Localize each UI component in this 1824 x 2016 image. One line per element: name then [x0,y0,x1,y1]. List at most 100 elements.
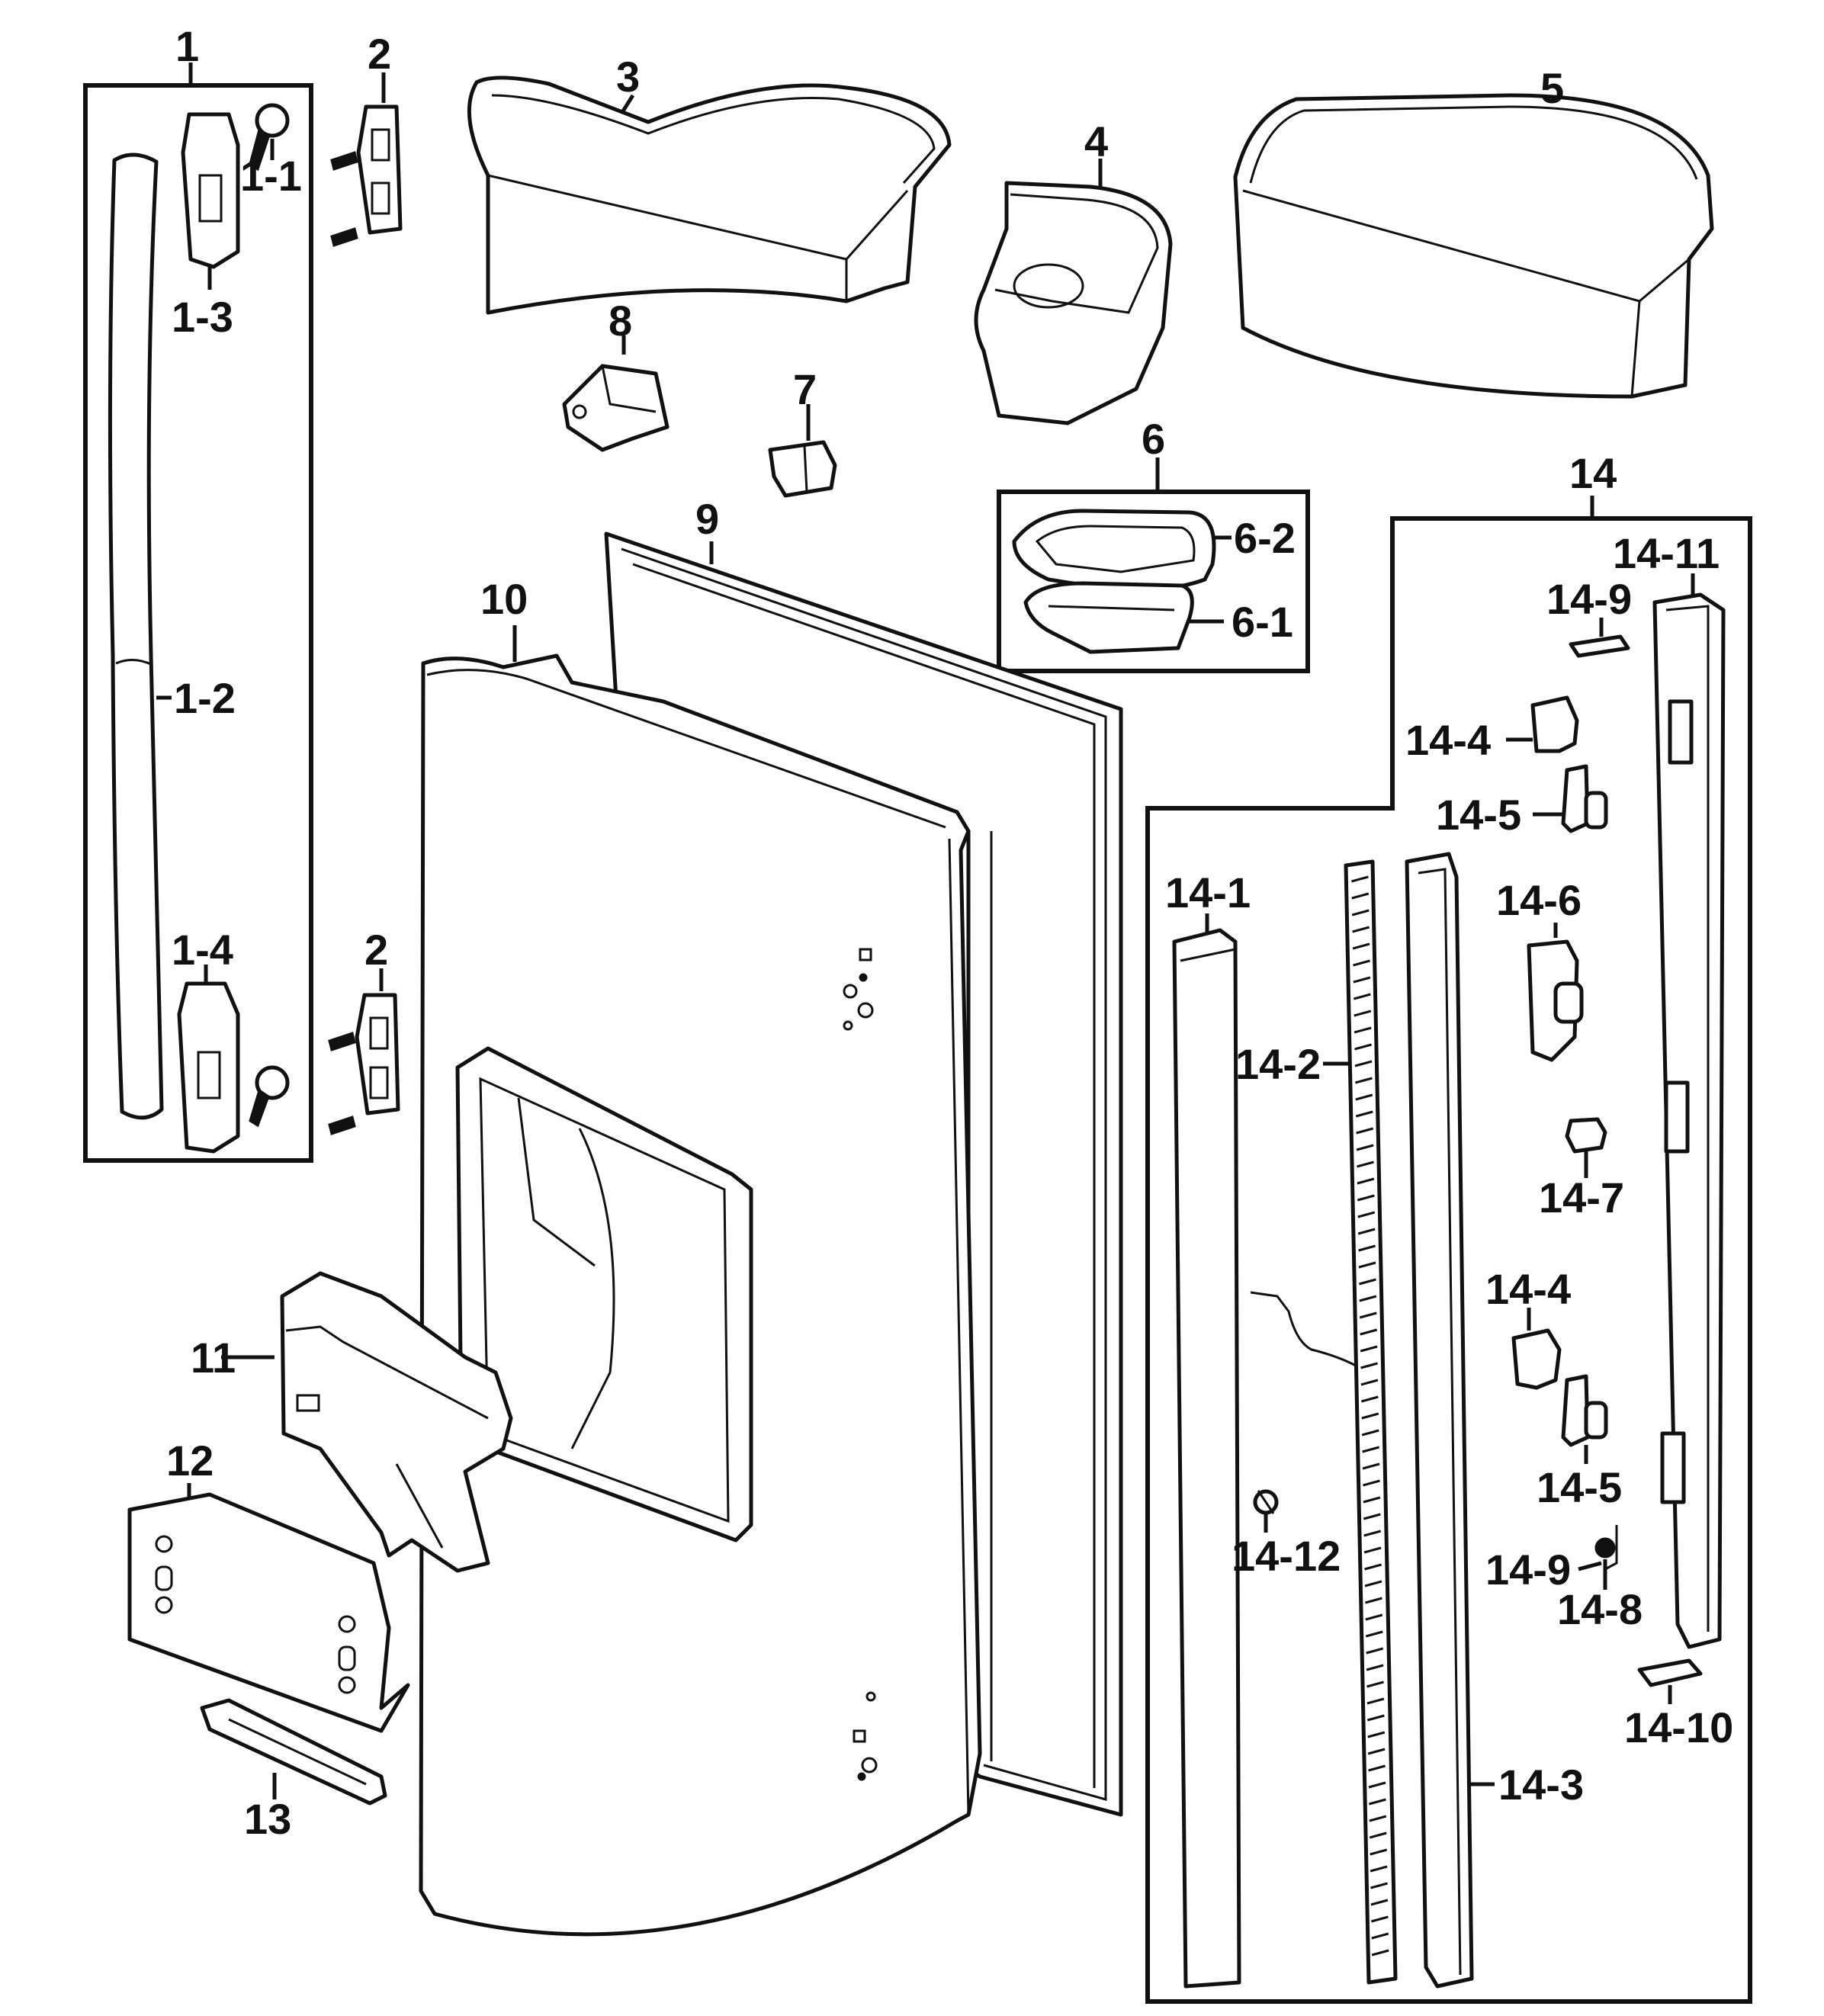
label-14-8: 14-8 [1557,1585,1643,1633]
handle-assembly-group [83,63,313,1163]
vent-slot [1363,1546,1382,1554]
vent-slot [1354,1060,1373,1067]
vent-slot [1368,1781,1386,1789]
label-14-5-upper: 14-5 [1436,791,1521,839]
vent-slot [1357,1194,1375,1202]
label-14-1: 14-1 [1165,868,1251,917]
label-6-1: 6-1 [1232,598,1293,646]
part-labels: 1 1-1 1-2 1-3 1-4 2 2 3 4 5 6 6-1 6-2 7 … [166,22,1733,1843]
vent-slot [1365,1613,1383,1621]
small-block-part [768,404,837,498]
label-4: 4 [1084,117,1108,165]
vent-slot [1355,1093,1373,1101]
vent-slot [1354,1010,1372,1017]
vent-slot [1354,1043,1372,1051]
door-bracket-lower [328,968,400,1135]
cup-assembly-group [997,457,1310,673]
label-14-5-lower: 14-5 [1537,1463,1622,1511]
vent-slot [1362,1462,1380,1470]
vent-strip [1323,859,1398,1985]
vent-slot [1366,1697,1385,1705]
vent-slot [1357,1160,1374,1168]
vent-slot [1368,1764,1386,1772]
vent-slot [1360,1328,1378,1336]
vent-slot [1367,1748,1386,1755]
vent-slot [1360,1345,1378,1353]
label-1-3: 1-3 [172,293,233,341]
trim-assembly-group [1145,496,1752,2004]
vent-slot [1360,1379,1379,1386]
vent-slot [1352,926,1370,933]
handle-assembly-box [83,83,313,1163]
end-clip [1637,1658,1703,1704]
vent-slot [1356,1127,1374,1135]
vent-slot [1356,1144,1374,1151]
vent-slot [1357,1211,1376,1218]
label-14-9-upper: 14-9 [1546,575,1632,623]
label-14: 14 [1569,449,1617,497]
vent-slot [1370,1865,1388,1873]
vent-slot [1370,1848,1388,1856]
drip-tray [200,1698,387,1806]
trim-strip [1172,913,1241,1989]
label-1-1: 1-1 [240,152,302,200]
hinge-block [1527,923,1584,1062]
cover-plate [127,1483,410,1733]
vent-slot [1351,892,1370,900]
vent-slot [1364,1580,1382,1587]
vent-slot [1355,1110,1373,1118]
cup-guard-lower [1023,581,1194,654]
vent-slot [1355,1077,1373,1084]
label-2-lower: 2 [364,926,388,974]
cap-cover-part [562,335,670,452]
vent-slot [1363,1513,1381,1520]
door-bin-large-curved [467,75,952,315]
hinge-cap-lower [1511,1308,1562,1390]
label-14-9-lower: 14-9 [1485,1546,1571,1594]
vent-slot [1370,1915,1389,1923]
vent-slot [1362,1446,1380,1453]
hinge-pin-lower [1561,1374,1608,1464]
label-14-2: 14-2 [1235,1040,1321,1088]
label-14-4-upper: 14-4 [1405,716,1491,764]
clip-top [1569,618,1630,658]
hinge-pin-upper [1533,764,1608,833]
label-1-4: 1-4 [172,926,233,974]
label-14-7: 14-7 [1539,1173,1624,1221]
vent-slot [1359,1295,1377,1302]
vent-slot [1365,1630,1383,1638]
vent-slot [1369,1815,1387,1822]
vent-slot [1364,1563,1382,1571]
cup-assembly-box [997,490,1310,673]
bushing-and-clip [1578,1525,1618,1590]
label-14-6: 14-6 [1496,876,1582,924]
vent-slot [1361,1412,1379,1420]
cup-guard-upper [1012,509,1216,593]
vent-slot [1366,1714,1385,1722]
lower-handle-bracket [177,981,240,1154]
label-14-11: 14-11 [1613,529,1720,577]
label-14-4-lower: 14-4 [1485,1265,1571,1313]
vent-slot [1370,1882,1388,1889]
label-14-10: 14-10 [1624,1703,1733,1751]
door-panel [419,625,982,1937]
vent-slot [1350,875,1369,883]
vent-slot [1369,1831,1387,1839]
label-1: 1 [175,22,199,70]
vent-slot [1360,1395,1379,1403]
long-rail [1652,573,1726,1649]
vent-slot [1361,1429,1379,1437]
vent-slot [1358,1244,1376,1252]
label-8: 8 [609,297,632,345]
handle-screw-top [249,103,290,172]
vent-slot [1359,1311,1377,1319]
vent-slot [1359,1278,1376,1286]
vent-slot [1367,1731,1386,1738]
label-14-12: 14-12 [1232,1532,1341,1580]
door-bracket-upper [330,72,403,247]
vent-slot [1366,1681,1384,1688]
vent-slot [1354,1026,1372,1034]
label-5: 5 [1540,64,1564,112]
vent-slot [1371,1932,1389,1940]
vent-slot [1363,1496,1381,1504]
